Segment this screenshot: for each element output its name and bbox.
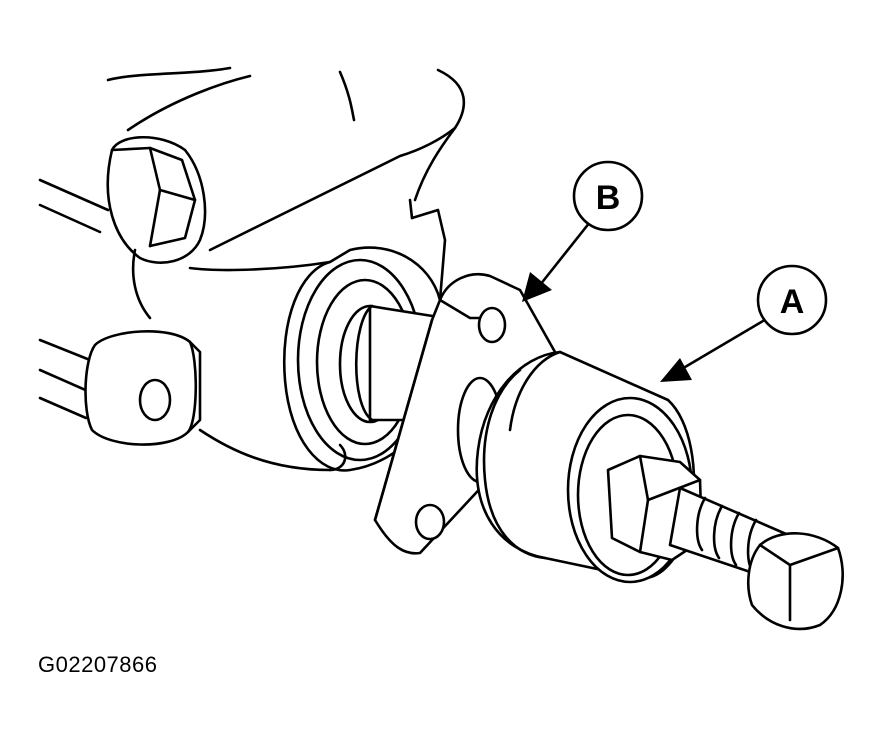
leader-line-b bbox=[538, 220, 592, 287]
arrowhead-a bbox=[660, 358, 692, 382]
arrowhead-b bbox=[522, 272, 552, 302]
upper-hex-plug bbox=[106, 135, 207, 320]
mount-tab bbox=[84, 330, 202, 446]
leader-line-a bbox=[678, 316, 770, 372]
leader-lines bbox=[522, 220, 770, 382]
housing bbox=[38, 66, 466, 472]
callout-a: A bbox=[756, 264, 828, 336]
callout-a-label: A bbox=[780, 283, 805, 321]
forcing-screw bbox=[606, 454, 844, 631]
callout-b-label: B bbox=[596, 179, 621, 217]
callout-b: B bbox=[572, 160, 644, 232]
figure-id: G02207866 bbox=[38, 652, 158, 677]
